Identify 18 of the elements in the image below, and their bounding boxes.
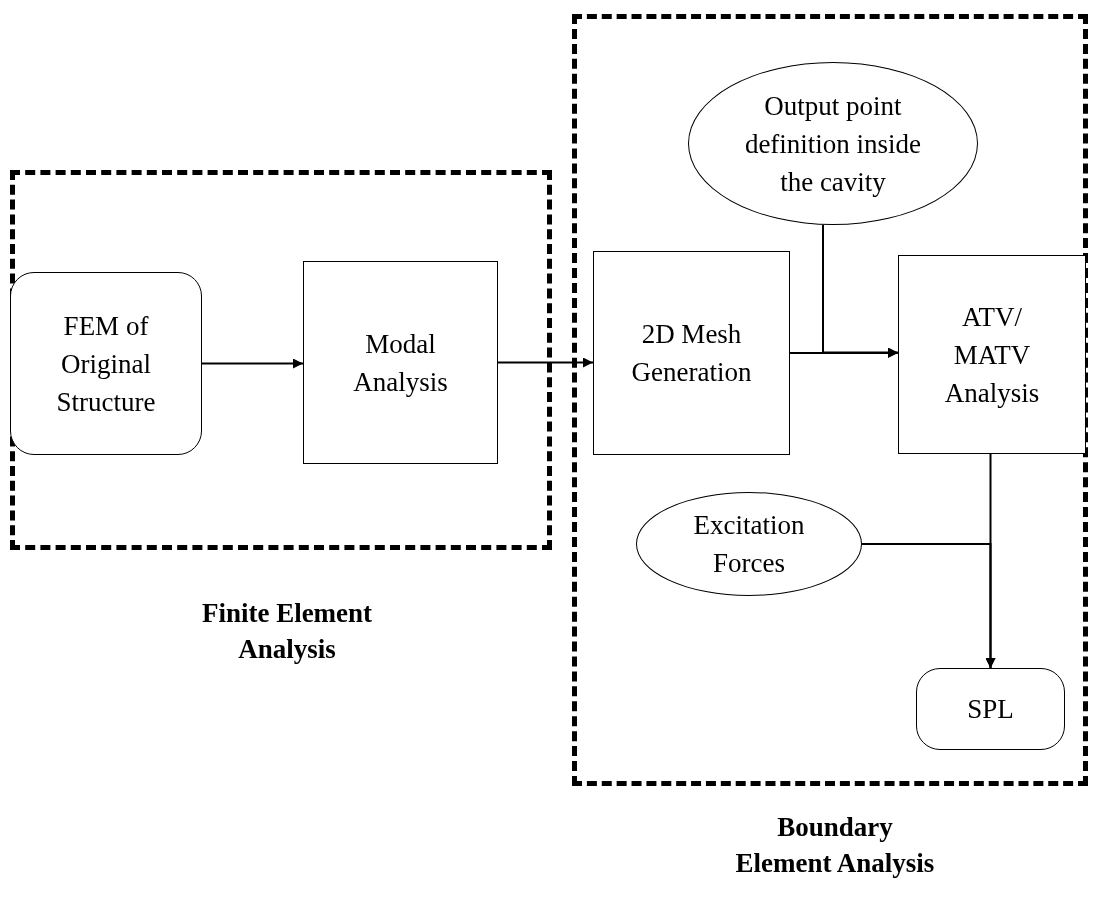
process-box <box>593 251 790 455</box>
arrow <box>822 224 899 358</box>
rounded-process-box <box>916 668 1065 750</box>
node-label: Modal Analysis <box>352 327 449 399</box>
node-label: SPL <box>966 693 1015 726</box>
arrow <box>201 358 304 369</box>
group-title: Boundary Element Analysis <box>735 811 935 880</box>
arrow <box>861 543 996 669</box>
node-label: ATV/ MATV Analysis <box>943 300 1041 410</box>
node-label: Output point definition inside the cavity <box>743 89 923 199</box>
rounded-process-box <box>10 272 202 455</box>
node-label: Excitation Forces <box>692 509 806 580</box>
arrow <box>497 357 594 368</box>
node-label: 2D Mesh Generation <box>630 318 753 389</box>
group-title: Finite Element Analysis <box>200 597 374 666</box>
process-box <box>898 255 1086 454</box>
process-box <box>303 261 498 464</box>
node-label: FEM of Original Structure <box>55 309 157 419</box>
